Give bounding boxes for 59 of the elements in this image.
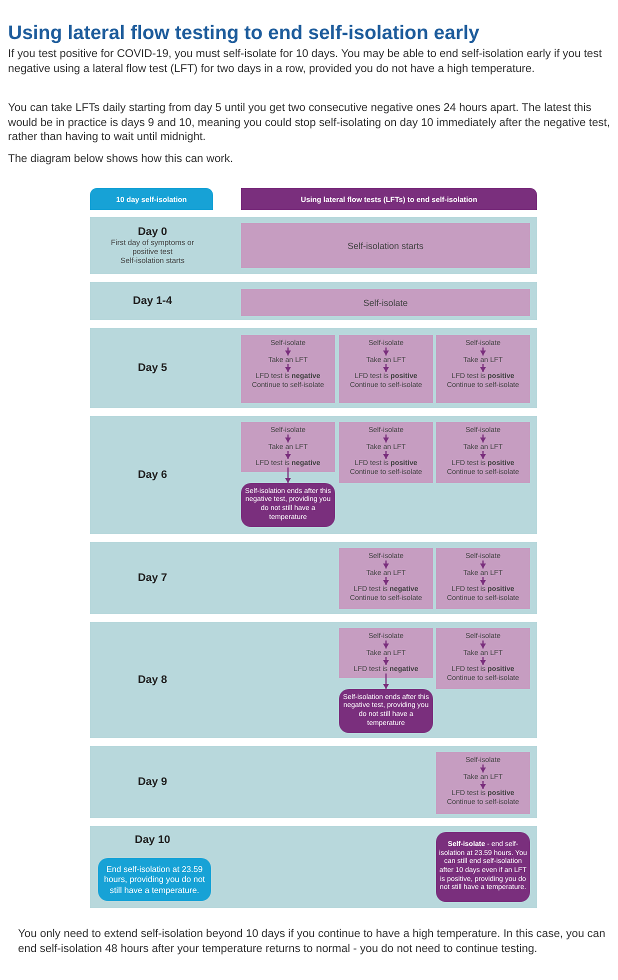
day-row-band	[90, 622, 537, 738]
day-row-band	[90, 542, 537, 614]
arrow	[480, 657, 486, 665]
test-box	[436, 548, 530, 609]
arrow	[383, 640, 389, 648]
arrow	[480, 640, 486, 648]
arrow	[480, 451, 486, 459]
arrow	[383, 348, 389, 356]
day-label: Day 1-4	[132, 295, 172, 307]
test-box	[241, 422, 335, 472]
test-box	[436, 335, 530, 403]
test-box	[241, 335, 335, 403]
day-row-band	[90, 217, 537, 274]
arrow	[383, 434, 389, 442]
arrow	[480, 348, 486, 356]
paragraph: You only need to extend self-isolation beyond 10 days if you continue to have a high temperature. In this case, you can end self-isolation 48 hours after your temperature returns to normal - you do not need to continue testing.	[18, 927, 606, 956]
stage-box: Self-isolation starts	[241, 223, 530, 268]
day-row-band	[90, 746, 537, 818]
arrow	[383, 364, 389, 372]
arrow	[383, 577, 389, 585]
test-box	[339, 335, 433, 403]
arrow	[285, 434, 291, 442]
arrow	[285, 364, 291, 372]
day-row-band	[90, 826, 537, 908]
paragraph: The diagram below shows how this can work.	[8, 152, 234, 166]
arrow	[285, 348, 291, 356]
day-label: Day 7	[138, 572, 168, 584]
arrow	[383, 451, 389, 459]
outcome-box: End self-isolation at 23.59 hours, providing you do not still have a temperature.	[98, 858, 211, 901]
day-row-band	[90, 282, 537, 320]
arrow	[480, 577, 486, 585]
test-box	[436, 628, 530, 689]
arrow	[383, 674, 389, 689]
day-label: Day 8	[138, 674, 168, 686]
day-label: Day 0	[138, 226, 168, 238]
arrow	[285, 451, 291, 459]
test-box	[339, 628, 433, 678]
day-label: Day 5	[138, 362, 168, 374]
arrow	[480, 781, 486, 789]
test-box	[339, 422, 433, 483]
page-title: Using lateral flow testing to end self-isolation early	[8, 22, 480, 45]
day-label: Day 6	[138, 469, 168, 481]
test-box	[436, 752, 530, 814]
day-row-band	[90, 416, 537, 534]
day-label: Day 10	[134, 834, 170, 846]
test-box	[436, 422, 530, 483]
stage-box: Self-isolate	[241, 289, 530, 316]
paragraph: You can take LFTs daily starting from day 5 until you get two consecutive negative ones 24 hours apart. The latest this would be in practice is days 9 and 10, meaning you could stop self-isolating on day 10 immediately after the negative test, rather than having to wait until midnight.	[8, 101, 611, 144]
test-box	[339, 548, 433, 609]
arrow	[480, 764, 486, 772]
arrow	[480, 364, 486, 372]
arrow	[383, 657, 389, 665]
day-label: Day 9	[138, 776, 168, 788]
arrow	[480, 560, 486, 568]
arrow	[383, 560, 389, 568]
day-row-band	[90, 328, 537, 408]
arrow	[480, 434, 486, 442]
arrow	[285, 468, 291, 483]
paragraph: If you test positive for COVID-19, you must self-isolate for 10 days. You may be able to end self-isolation early if you test negative using a lateral flow test (LFT) for two days in a row, provided you do not have a high temperature.	[8, 47, 603, 76]
